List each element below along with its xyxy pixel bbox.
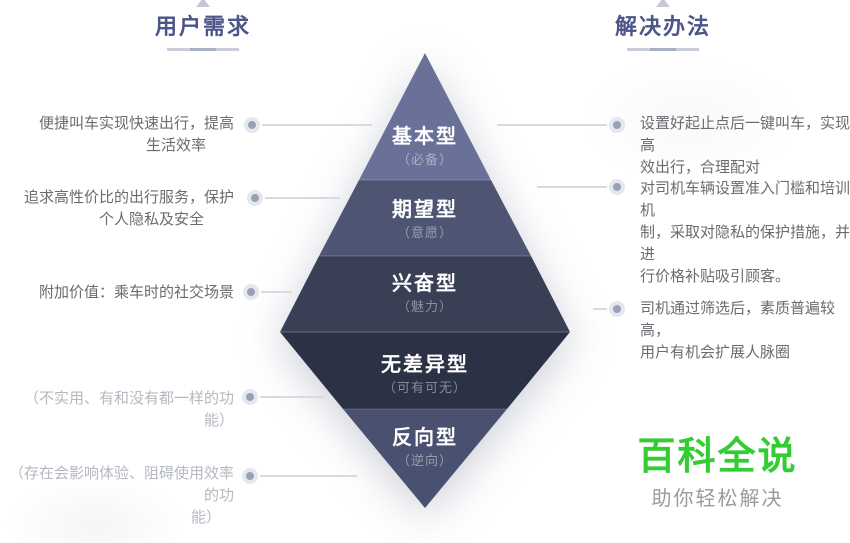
- connector-dot: [243, 284, 259, 300]
- connector-line: [261, 291, 292, 293]
- triangle-up-icon: [656, 0, 670, 7]
- need-expected-text: 追求高性价比的出行服务，保护 个人隐私及安全: [23, 188, 234, 228]
- need-excitement-text: 附加价值：乘车时的社交场景: [38, 283, 234, 301]
- connector-line: [260, 396, 324, 398]
- layer-indifferent-shape: [280, 332, 570, 409]
- user-needs-header: 用户需求: [103, 0, 303, 51]
- layer-expected-shape: [319, 180, 531, 256]
- connector-line: [497, 124, 607, 126]
- need-reverse-text: （存在会影响体验、阻碍使用效率的功 能）: [8, 464, 234, 526]
- connector-line: [260, 475, 357, 477]
- solutions-title: 解决办法: [614, 15, 711, 40]
- need-indifferent-text: （不实用、有和没有都一样的功能）: [23, 389, 234, 429]
- layer-label-basic: 基本型 （必备）: [392, 124, 458, 168]
- brand-subtitle: 助你轻松解决: [651, 486, 784, 510]
- brand-logo: 百科全说 助你轻松解决: [610, 434, 825, 511]
- connector-line: [262, 124, 372, 126]
- connector-dot: [242, 468, 258, 484]
- solution-basic-text: 设置好起止点后一键叫车，实现高 效出行，合理配对: [640, 114, 850, 176]
- solution-excitement-text: 司机通过筛选后，素质普遍较高， 用户有机会扩展人脉圈: [640, 299, 836, 361]
- connector-line: [593, 308, 607, 310]
- layer-reverse-shape: [343, 409, 507, 508]
- header-underline: [167, 48, 239, 51]
- connector-dot: [609, 117, 625, 133]
- brand-title: 百科全说: [637, 434, 798, 478]
- layer-excitement-shape: [280, 256, 570, 332]
- layer-label-indifferent: 无差异型 （可有可无）: [381, 352, 469, 396]
- user-needs-title: 用户需求: [154, 15, 251, 40]
- connector-dot: [609, 301, 625, 317]
- need-basic-text: 便捷叫车实现快速出行，提高 生活效率: [38, 114, 234, 154]
- connector-line: [265, 197, 340, 199]
- layer-label-reverse: 反向型 （逆向）: [392, 425, 458, 469]
- connector-dot: [609, 179, 625, 195]
- layer-label-excitement: 兴奋型 （魅力）: [392, 271, 458, 315]
- solutions-header: 解决办法: [563, 0, 763, 51]
- solution-expected-text: 对司机车辆设置准入门槛和培训机 制，采取对隐私的保护措施，并进 行价格补贴吸引顾…: [640, 179, 850, 285]
- connector-dot: [244, 117, 260, 133]
- header-underline: [627, 48, 699, 51]
- triangle-up-icon: [196, 0, 210, 7]
- layer-basic-shape: [359, 53, 491, 180]
- connector-line: [537, 186, 607, 188]
- connector-dot: [242, 389, 258, 405]
- connector-dot: [247, 190, 263, 206]
- layer-label-expected: 期望型 （意愿）: [392, 197, 458, 241]
